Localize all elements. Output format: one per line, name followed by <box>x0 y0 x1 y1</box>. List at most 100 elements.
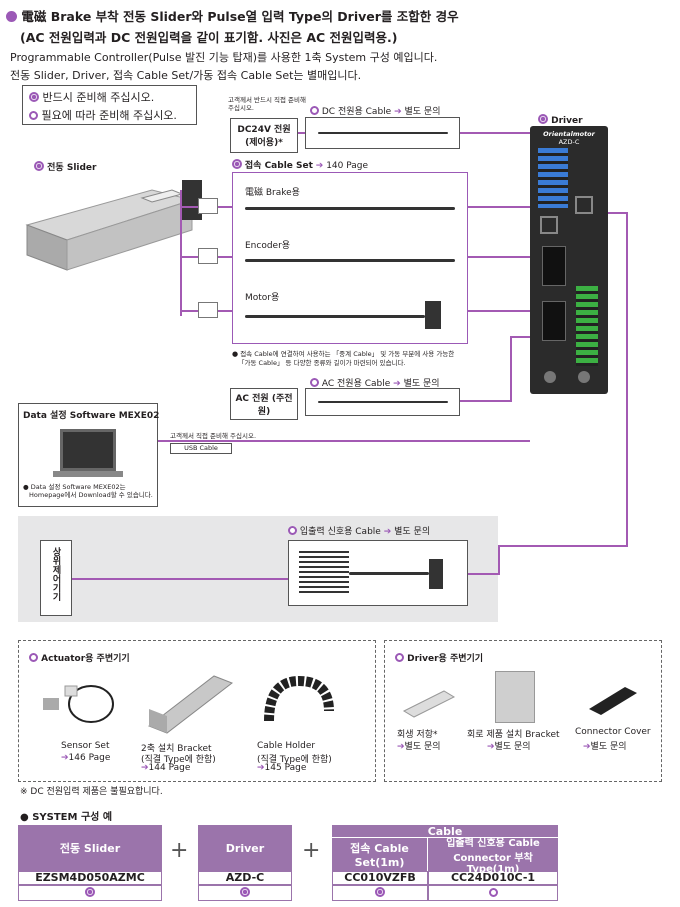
cable-holder-image <box>259 671 339 733</box>
io-cable-model: CC24D010C-1 <box>428 871 558 885</box>
ac-power-label: AC 전원 (주전원) <box>235 394 293 417</box>
bracket2-image <box>495 671 535 723</box>
io-wire-bundle <box>299 551 349 595</box>
connector-encoder <box>198 248 218 264</box>
optional-icon <box>29 653 38 662</box>
driver-screw <box>544 371 556 383</box>
dc-note: 고객께서 반드시 직접 준비해 주십시오. <box>228 96 306 112</box>
driver-io-terminal <box>576 286 598 366</box>
wire <box>180 206 198 208</box>
wire <box>180 310 198 312</box>
ac-cable-box <box>305 388 460 416</box>
laptop-icon <box>60 429 116 471</box>
driver-peripherals-box: Driver용 주변기기 회생 저항* ➔별도 문의 회로 제품 설치 Brac… <box>384 640 662 782</box>
description-2: 전동 Slider, Driver, 접속 Cable Set/가동 접속 Ca… <box>10 69 362 82</box>
wire <box>510 336 512 402</box>
slider-header: 전동 Slider <box>18 825 162 871</box>
connector-brake <box>198 198 218 214</box>
io-cable-image <box>349 572 429 575</box>
conn-cable-model: CC010VZFB <box>332 871 428 885</box>
cable-set-box: 電磁 Brake용 Encoder용 Motor용 <box>232 172 468 344</box>
legend-must: 반드시 준비해 주십시오. <box>29 89 190 105</box>
page-header: 電磁 Brake 부착 전동 Slider와 Pulse열 입력 Type의 D… <box>6 6 676 83</box>
actuator-peripherals-box: Actuator용 주변기기 Sensor Set ➔146 Page 2축 설… <box>18 640 376 782</box>
actuator-peripherals-title: Actuator용 주변기기 <box>29 651 130 664</box>
resistor-ref: ➔별도 문의 <box>397 742 441 752</box>
bracket-image <box>144 671 234 736</box>
holder-page: ➔145 Page <box>257 763 307 773</box>
encoder-cable-image <box>245 259 455 262</box>
optional-icon <box>29 111 38 120</box>
bullet-icon <box>6 11 17 22</box>
legend-box: 반드시 준비해 주십시오. 필요에 따라 준비해 주십시오. <box>22 85 197 125</box>
sensor-label: Sensor Set <box>61 741 110 751</box>
wire <box>180 256 198 258</box>
wire <box>72 578 288 580</box>
io-header-line1: 입출력 신호용 Cable <box>446 838 540 849</box>
brake-cable-image <box>245 207 455 210</box>
driver-connector <box>540 216 558 234</box>
driver-model: AZD-C <box>198 871 292 885</box>
holder-label: Cable Holder <box>257 741 316 751</box>
wire <box>218 256 232 258</box>
title-line-2: (AC 전원입력과 DC 전원입력을 같이 표기함. 사진은 AC 전원입력용.… <box>20 30 398 45</box>
holder-sub: (직결 Type에 한함) <box>257 755 332 765</box>
wire <box>500 545 628 547</box>
wire <box>626 212 628 547</box>
encoder-cable-label: Encoder용 <box>245 241 291 251</box>
system-title: ● SYSTEM 구성 예 <box>20 812 113 823</box>
slider-model: EZSM4D050AZMC <box>18 871 162 885</box>
wire <box>298 132 305 134</box>
ac-cable-label: AC 전원용 Cable ➔ 별도 문의 <box>310 376 440 389</box>
wire <box>510 336 530 338</box>
dc-cable-image <box>318 132 448 134</box>
wire <box>218 206 232 208</box>
optional-icon <box>288 526 297 535</box>
io-cable-box <box>288 540 468 606</box>
wire <box>460 132 530 134</box>
host-controller-box: 상위제어기기 <box>40 540 72 616</box>
driver-peripherals-title: Driver용 주변기기 <box>395 651 483 664</box>
software-title: Data 설정 Software MEXE02 <box>23 411 160 421</box>
system-io-cable: 입출력 신호용 Cable Connector 부착 Type(1m) CC24… <box>428 838 558 901</box>
driver-cn2 <box>542 246 566 286</box>
dc-power-box: DC24V 전원 (제어용)* <box>230 118 298 153</box>
driver-model-text: AZD-C <box>558 138 580 146</box>
wire <box>468 206 530 208</box>
sensor-image <box>39 676 119 736</box>
usb-note: 고객께서 직접 준비해 주십시오. <box>170 432 257 440</box>
slider-image <box>22 180 204 275</box>
io-cable-header: 입출력 신호용 Cable Connector 부착 Type(1m) <box>428 838 558 875</box>
must-icon <box>240 887 250 897</box>
must-icon <box>34 161 44 171</box>
slider-label: 전동 Slider <box>34 160 96 173</box>
optional-icon <box>395 653 404 662</box>
title-line-1: 電磁 Brake 부착 전동 Slider와 Pulse열 입력 Type의 D… <box>6 6 676 25</box>
driver-mark-cell <box>198 885 292 901</box>
title-text: 電磁 Brake 부착 전동 Slider와 Pulse열 입력 Type의 D… <box>21 9 459 24</box>
driver-terminal-block <box>538 148 568 208</box>
driver-cn3 <box>542 301 566 341</box>
wire <box>218 310 232 312</box>
plus-icon: + <box>170 838 189 863</box>
footnote: ※ DC 전원입력 제품은 불필요합니다. <box>20 787 163 797</box>
conn-header-line2: Set(1m) <box>354 856 405 869</box>
driver-brand: Orientalmotor <box>543 130 595 138</box>
resistor-label: 회생 저항* <box>397 730 438 740</box>
conn-cable-header: 접속 Cable Set(1m) <box>332 838 428 871</box>
optional-icon <box>310 378 319 387</box>
wire <box>180 190 182 316</box>
io-header-line2: Connector 부착 Type(1m) <box>453 853 533 875</box>
wire <box>468 573 500 575</box>
motor-cable-label: Motor용 <box>245 293 280 303</box>
must-icon <box>232 159 242 169</box>
brake-cable-label: 電磁 Brake용 <box>245 188 300 198</box>
ac-power-box: AC 전원 (주전원) <box>230 388 298 420</box>
connector-motor <box>198 302 218 318</box>
description-1: Programmable Controller(Pulse 발진 기능 탑재)를… <box>10 51 438 64</box>
must-icon <box>29 92 39 102</box>
driver-label: Driver <box>538 114 583 126</box>
cable-note: ● 접속 Cable에 연결하여 사용하는 「중계 Cable」 및 가동 부분… <box>232 350 455 367</box>
must-icon <box>375 887 385 897</box>
conn-header-line1: 접속 Cable <box>350 842 409 855</box>
